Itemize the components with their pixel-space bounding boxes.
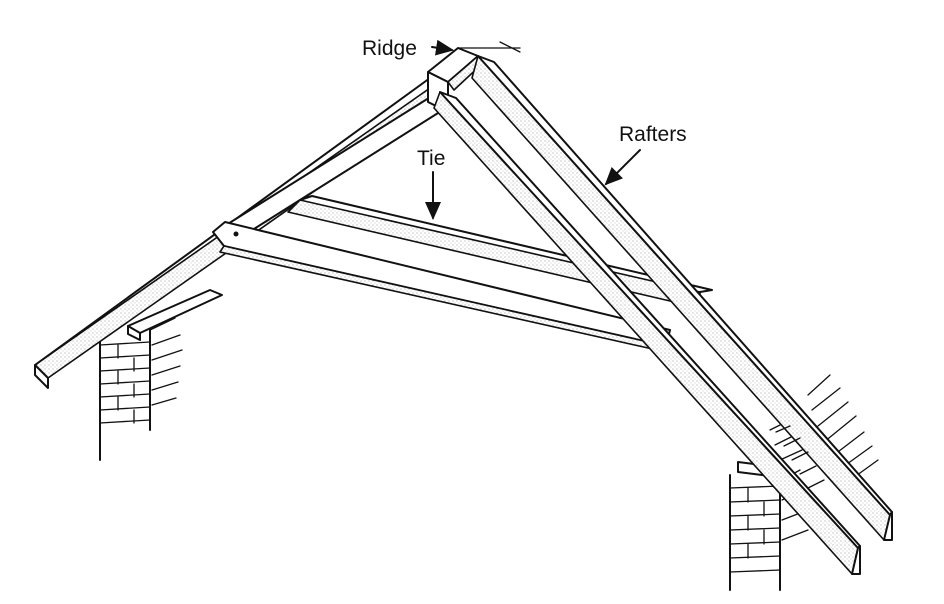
left-wall-plate <box>127 289 223 341</box>
rafters-arrow <box>604 149 641 186</box>
ridge-label: Ridge <box>362 37 417 60</box>
ridge-arrow <box>431 39 454 56</box>
rafters-label: Rafters <box>619 123 687 146</box>
tie-label: Tie <box>417 147 446 170</box>
right-rafter-far <box>471 55 893 541</box>
right-rafter-near <box>433 91 861 575</box>
left-brick-wall <box>99 317 183 461</box>
